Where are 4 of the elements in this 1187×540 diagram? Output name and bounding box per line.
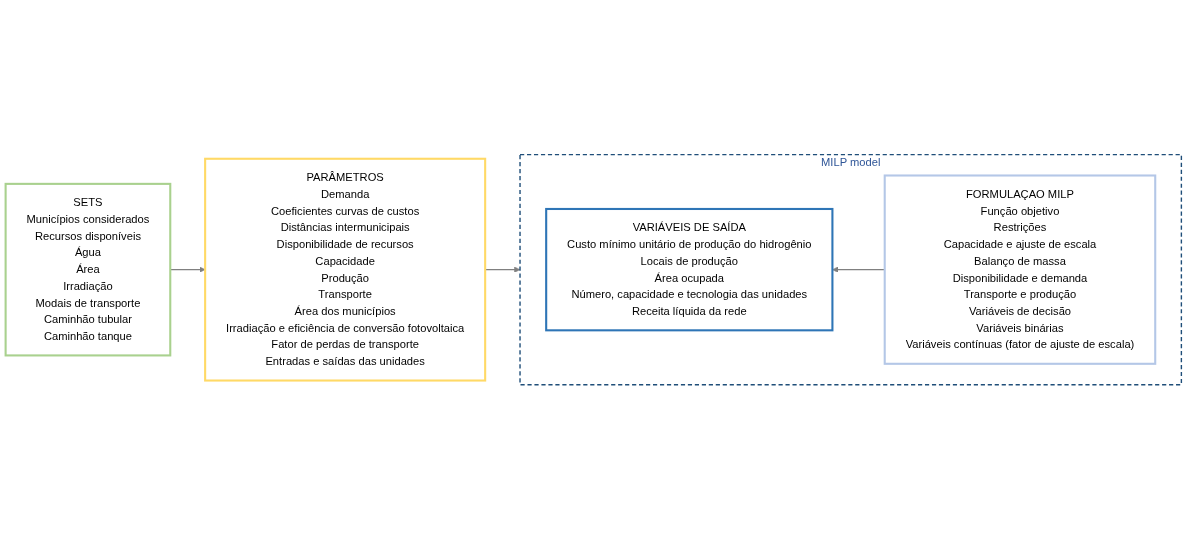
- node-box: PARÂMETROS Demanda Coeficientes curvas de custos Distâncias intermunicipais Disponibilidade de recursos Capacidade Produção Transporte Área dos municípios Irradiação e eficiência de conversão fotovoltaica Fator de perdas de transporte Entradas e saídas das unidades: [204, 158, 487, 382]
- node-box: VARIÁVEIS DE SAÍDA Custo mínimo unitário de produção do hidrogênio Locais de produção Área ocupada Número, capacidade e tecnologia das unidades Receita líquida da rede: [545, 208, 834, 332]
- node-box: SETS Municípios considerados Recursos disponíveis Água Área Irradiação Modais de transporte Caminhão tubular Caminhão tanque: [4, 183, 172, 357]
- node-box: FORMULAÇAO MILP Função objetivo Restrições Capacidade e ajuste de escala Balanço de massa Disponibilidade e demanda Transporte e produção Variáveis de decisão Variáveis binárias Variáveis contínuas (fator de ajuste de escala): [883, 174, 1157, 366]
